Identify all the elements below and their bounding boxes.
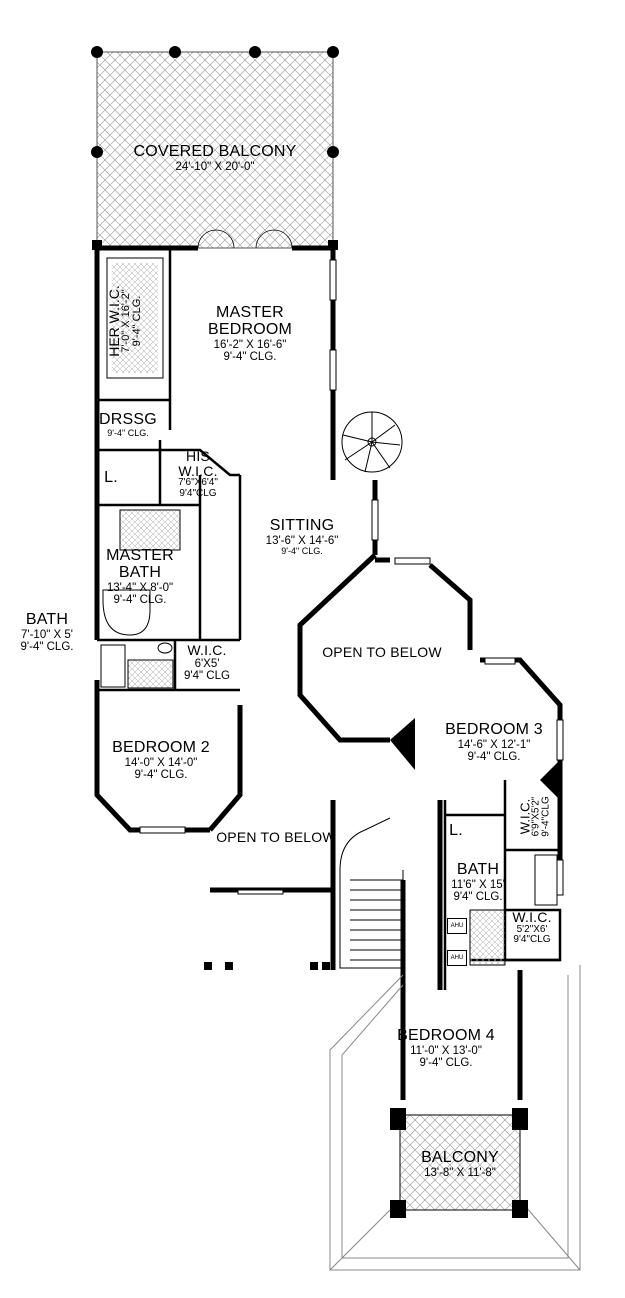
room-clg: 9'-4"CLG — [540, 796, 552, 837]
room-clg: 9'-4" CLG. — [113, 593, 167, 606]
master-bath-tub — [102, 509, 181, 636]
windows — [139, 259, 564, 896]
covered-balcony-area — [91, 46, 339, 250]
interior-walls — [97, 248, 562, 990]
room-dims: 11'6" X 15' — [451, 878, 505, 891]
drssg-label: DRSSG 9'-4" CLG. — [99, 411, 157, 438]
bath-outside-label: BATH 7'-10" X 5' 9'-4" CLG. — [20, 611, 74, 653]
room-clg: 9'-4" CLG. — [134, 768, 188, 781]
room-dims: 7'-10" X 5' — [21, 628, 73, 641]
room-dims: 11'-0" X 13'-0" — [410, 1044, 482, 1057]
wall-corner — [540, 760, 560, 800]
wic-small-label: W.I.C. 6'X5' 9'4" CLG — [184, 643, 230, 682]
balcony-doors — [197, 229, 293, 249]
room-name: BEDROOM 4 — [397, 1027, 495, 1044]
room-name: BEDROOM 2 — [112, 739, 210, 756]
room-dims: 14'-0" X 14'-0" — [124, 756, 198, 769]
room-clg: 9'4" CLG. — [453, 890, 503, 903]
open-below-label-1: OPEN TO BELOW — [322, 645, 442, 660]
bedroom3-label: BEDROOM 3 14'-6" X 12'-1" 9'-4" CLG. — [445, 721, 543, 763]
balcony-area — [399, 1114, 521, 1211]
his-wic-label: HIS W.I.C. 7'6"X6'4" 9'4"CLG — [178, 449, 218, 499]
room-name: L. — [104, 469, 118, 486]
room-clg: 9'-4" CLG. — [467, 750, 521, 763]
open-below-label-2: OPEN TO BELOW — [216, 830, 336, 845]
room-name: MASTER — [216, 304, 284, 321]
main-staircase — [339, 817, 404, 969]
wic-b4-label: W.I.C. 5'2"X6' 9'4"CLG — [512, 910, 551, 946]
room-name: DRSSG — [99, 411, 157, 428]
room-name: COVERED BALCONY — [133, 143, 297, 160]
room-name: SITTING — [269, 517, 335, 534]
room-name: HER W.I.C. — [106, 285, 122, 357]
room-name: OPEN TO BELOW — [216, 829, 336, 845]
bath2-label: BATH 11'6" X 15' 9'4" CLG. — [451, 861, 505, 903]
room-name: MASTER — [106, 547, 174, 564]
linen-label: L. — [104, 469, 118, 487]
room-clg: 9'-4" CLG. — [20, 640, 74, 653]
bath2-floor — [469, 909, 506, 966]
room-clg: 9'4"CLG — [513, 934, 551, 946]
room-clg: 9'-4" CLG. — [281, 545, 323, 556]
room-name: BATH — [118, 563, 162, 581]
balcony-label: BALCONY 13'-8" X 11'-8" — [421, 1149, 499, 1179]
room-dims: 13'-4" X 8'-0" — [106, 581, 174, 594]
room-dims: 6'X5' — [194, 657, 220, 670]
spiral-stair — [341, 411, 403, 473]
room-dims: 24'-10" X 20'-0" — [175, 160, 255, 173]
master-bath-label: MASTER BATH 13'-4" X 8'-0" 9'-4" CLG. — [106, 547, 174, 606]
her-wic-label: HER W.I.C. 7'-0" X 16'-2" 9'-4" CLG. — [106, 281, 143, 361]
ahu-unit: AHU — [447, 918, 467, 934]
room-name: BALCONY — [421, 1149, 499, 1166]
room-dims: 7'6"X6'4" — [178, 477, 218, 489]
sitting-label: SITTING 13'-6" X 14'-6" 9'-4" CLG. — [265, 517, 339, 556]
room-clg: 9'-4" CLG. — [107, 427, 149, 438]
linen2-label: L. — [449, 822, 463, 840]
her-wic-floor — [106, 257, 164, 379]
room-dims: 13'-8" X 11'-8" — [424, 1166, 496, 1179]
room-clg: 9'4"CLG — [179, 487, 217, 499]
room-clg: 9'-4" CLG. — [419, 1056, 473, 1069]
lower-balcony-roof — [329, 965, 581, 1271]
room-name: L. — [449, 822, 463, 839]
wall-corner — [390, 718, 415, 770]
master-bedroom-label: MASTER BEDROOM 16'-2" X 16'-6" 9'-4" CLG… — [207, 304, 293, 363]
room-name: HIS — [186, 448, 210, 464]
room-name: W.I.C. — [187, 642, 227, 658]
bedroom4-label: BEDROOM 4 11'-0" X 13'-0" 9'-4" CLG. — [397, 1027, 495, 1069]
bedroom2-label: BEDROOM 2 14'-0" X 14'-0" 9'-4" CLG. — [112, 739, 210, 781]
room-clg: 9'-4" CLG. — [131, 295, 143, 347]
room-name: W.I.C. — [178, 462, 218, 479]
room-dims: 16'-2" X 16'-6" — [213, 338, 287, 351]
room-name: BATH — [25, 611, 69, 628]
room-dims: 14'-6" X 12'-1" — [457, 738, 531, 751]
room-dims: 5'2"X6' — [516, 923, 548, 935]
wic-b3-label: W.I.C. 6'9"X5'2" 9'-4"CLG — [518, 782, 552, 852]
room-clg: 9'-4" CLG. — [223, 350, 277, 363]
bath-tub — [100, 642, 174, 689]
room-name: W.I.C. — [512, 909, 552, 925]
room-name: OPEN TO BELOW — [322, 644, 442, 660]
open-below-dotted — [204, 962, 330, 970]
ahu-unit: AHU — [447, 950, 467, 966]
covered-balcony-label: COVERED BALCONY 24'-10" X 20'-0" — [133, 143, 297, 173]
room-name: BATH — [456, 861, 500, 878]
room-dims: 13'-6" X 14'-6" — [265, 534, 339, 547]
balcony-posts — [390, 1108, 528, 1218]
room-clg: 9'4" CLG — [184, 669, 230, 682]
room-name: BEDROOM 3 — [445, 721, 543, 738]
room-name: BEDROOM — [207, 320, 293, 338]
